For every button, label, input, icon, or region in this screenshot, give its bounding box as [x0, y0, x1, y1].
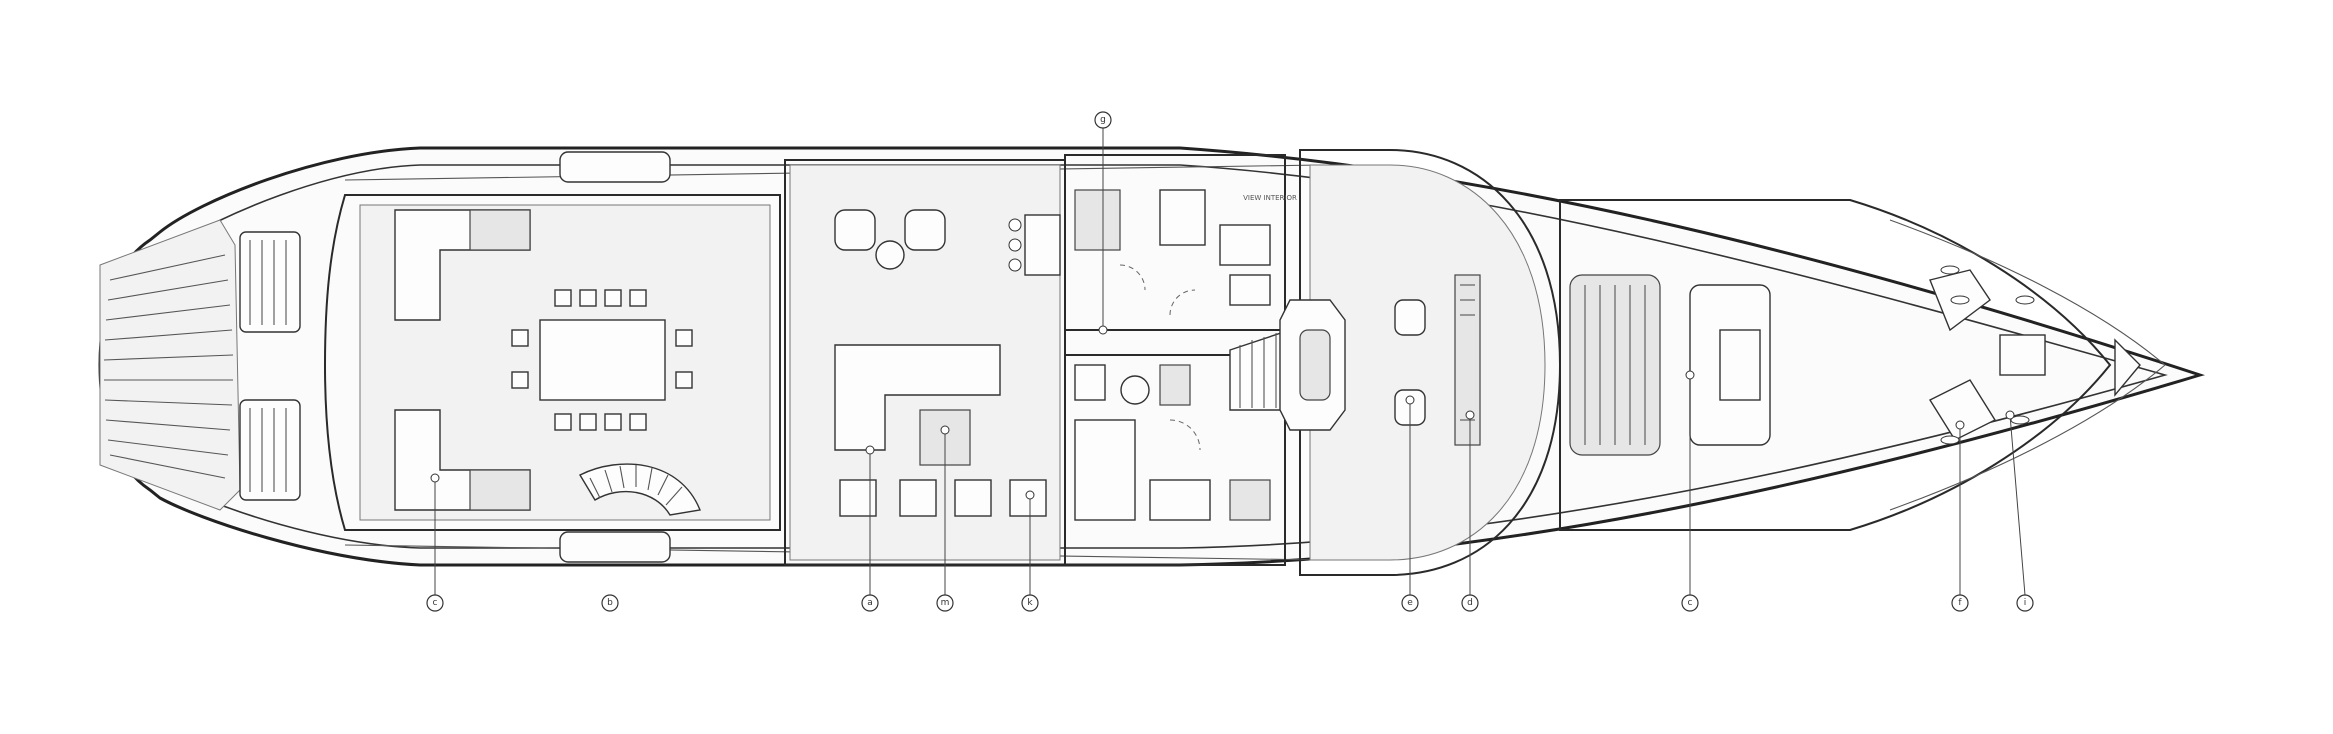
svg-text:f: f [1958, 598, 1962, 608]
callout-marker: e [1401, 395, 1419, 612]
bow-rail [1889, 219, 2166, 511]
galley: VIEW INTERIOR [1064, 154, 1297, 331]
svg-text:e: e [1407, 598, 1413, 608]
callout-marker: d [1461, 410, 1479, 612]
callout-marker: c [426, 473, 444, 612]
callout-marker: g [1094, 111, 1112, 335]
callout-marker: c [1681, 370, 1699, 612]
day-head-and-stair [1064, 329, 1291, 566]
svg-text:k: k [1027, 598, 1033, 608]
svg-text:b: b [607, 598, 613, 608]
svg-text:d: d [1467, 598, 1473, 608]
callout-marker: f [1951, 420, 1969, 612]
side-decks [344, 151, 1321, 563]
swim-platform [99, 219, 241, 511]
callout-marker: a [861, 445, 879, 612]
aft-dining-table [539, 319, 666, 401]
svg-text:c: c [433, 598, 438, 608]
foredeck [1559, 199, 2141, 531]
callout-marker: k [1021, 490, 1039, 612]
callout-marker: b [601, 594, 619, 612]
stern-steps [239, 231, 301, 501]
svg-text:g: g [1100, 115, 1106, 125]
callout-marker: m [936, 425, 954, 612]
svg-text:i: i [2024, 598, 2027, 608]
callouts: c b a m k e [426, 111, 2034, 612]
svg-text:m: m [941, 598, 950, 608]
svg-text:c: c [1688, 598, 1693, 608]
callout-marker: i [2005, 410, 2034, 612]
main-salon [784, 159, 1066, 566]
annotation-text: VIEW INTERIOR [1243, 194, 1297, 202]
svg-text:a: a [867, 598, 873, 608]
aft-cockpit [323, 194, 781, 531]
